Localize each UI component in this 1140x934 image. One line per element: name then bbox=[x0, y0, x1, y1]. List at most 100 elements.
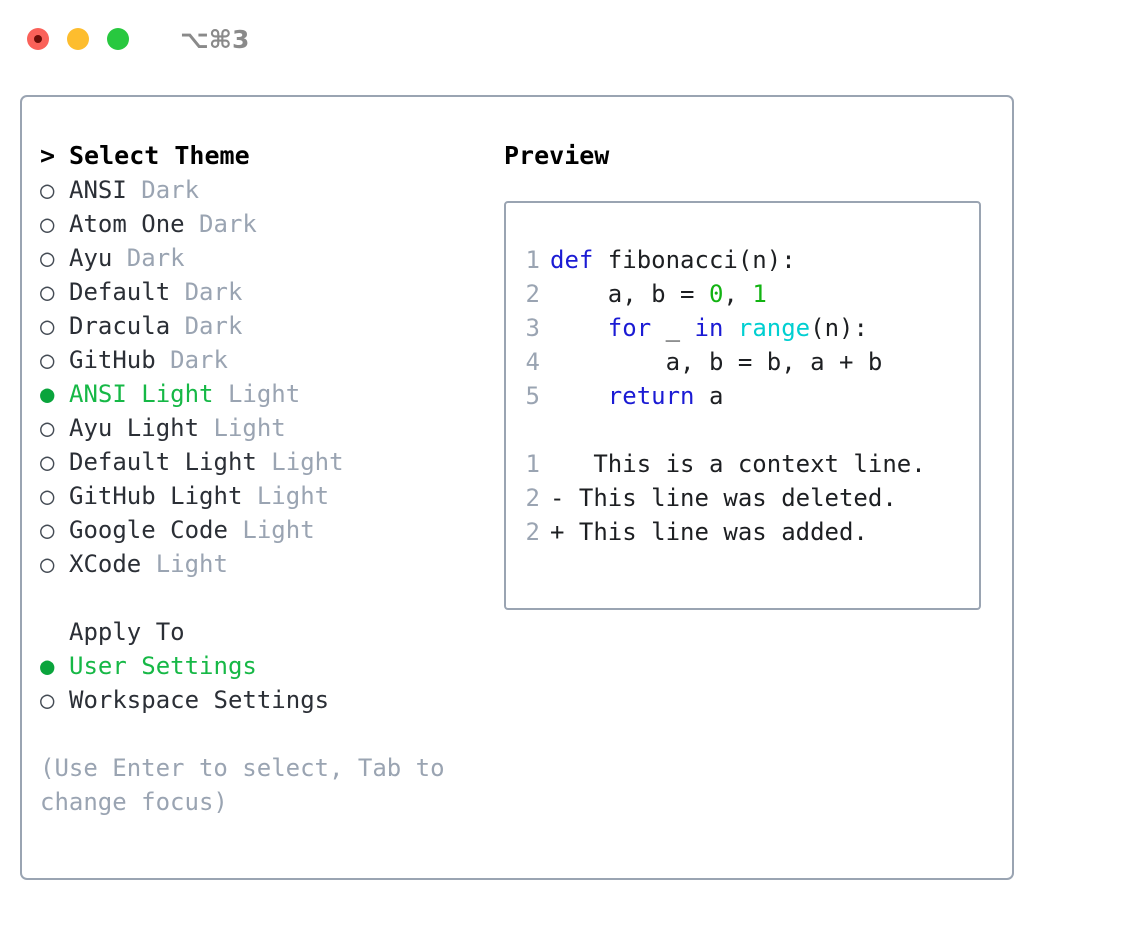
radio-selected-icon[interactable]: ● bbox=[40, 652, 55, 680]
theme-option-ansi-light[interactable]: ● ANSI Light Light bbox=[40, 377, 492, 411]
list-spacer bbox=[40, 581, 492, 615]
line-number: 1 bbox=[525, 450, 540, 478]
line-number: 2 bbox=[525, 280, 540, 308]
radio-unselected-icon[interactable]: ○ bbox=[40, 278, 55, 306]
select-theme-heading-label: Select Theme bbox=[69, 141, 250, 170]
theme-option-variant: Dark bbox=[199, 210, 257, 238]
theme-option-name: Default Light bbox=[69, 448, 272, 476]
radio-unselected-icon[interactable]: ○ bbox=[40, 244, 55, 272]
code-text: a, b = 0, 1 bbox=[550, 277, 767, 311]
theme-option-variant: Dark bbox=[170, 346, 228, 374]
diff-line-context: 1 This is a context line. bbox=[506, 447, 979, 481]
apply-to-label: Apply To bbox=[69, 618, 185, 646]
preview-heading: Preview bbox=[504, 141, 610, 170]
close-button[interactable] bbox=[27, 28, 49, 50]
theme-option-default-light[interactable]: ○ Default Light Light bbox=[40, 445, 492, 479]
radio-unselected-icon[interactable]: ○ bbox=[40, 176, 55, 204]
theme-option-variant: Light bbox=[242, 516, 315, 544]
theme-option-github-light[interactable]: ○ GitHub Light Light bbox=[40, 479, 492, 513]
code-token-plain bbox=[723, 314, 737, 342]
theme-option-xcode[interactable]: ○ XCode Light bbox=[40, 547, 492, 581]
line-number: 1 bbox=[525, 246, 540, 274]
theme-option-variant: Light bbox=[256, 482, 330, 510]
theme-options-list: ○ANSI Dark○Atom One Dark○Ayu Dark○Defaul… bbox=[40, 173, 492, 581]
theme-option-ayu[interactable]: ○Ayu Dark bbox=[40, 241, 492, 275]
theme-option-name: ANSI bbox=[69, 176, 142, 204]
radio-unselected-icon[interactable]: ○ bbox=[40, 550, 55, 578]
apply-to-option-name: Workspace Settings bbox=[69, 686, 330, 714]
radio-unselected-icon[interactable]: ○ bbox=[40, 448, 55, 476]
radio-unselected-icon[interactable]: ○ bbox=[40, 482, 55, 510]
theme-option-name: Atom One bbox=[69, 210, 200, 238]
diff-line-added: 2+ This line was added. bbox=[506, 515, 979, 549]
theme-option-name: GitHub Light bbox=[69, 482, 257, 510]
theme-option-name: Dracula bbox=[69, 312, 185, 340]
theme-option-variant: Light bbox=[227, 380, 301, 408]
code-line: 5 return a bbox=[506, 379, 979, 413]
code-text: return a bbox=[550, 379, 724, 413]
code-token-keyword: return bbox=[607, 382, 695, 410]
code-token-number: 1 bbox=[752, 280, 767, 308]
line-number: 4 bbox=[525, 348, 540, 376]
radio-unselected-icon[interactable]: ○ bbox=[40, 346, 55, 374]
diff-text: + This line was added. bbox=[550, 518, 868, 546]
diff-text: - This line was deleted. bbox=[550, 484, 897, 512]
code-token-plain: fibonacci(n): bbox=[607, 246, 796, 274]
theme-option-name: ANSI Light bbox=[69, 380, 228, 408]
theme-option-github[interactable]: ○GitHub Dark bbox=[40, 343, 492, 377]
theme-option-ayu-light[interactable]: ○ Ayu Light Light bbox=[40, 411, 492, 445]
radio-selected-icon[interactable]: ● bbox=[40, 380, 55, 408]
code-line: 3 for _ in range(n): bbox=[506, 311, 979, 345]
code-text: a, b = b, a + b bbox=[550, 345, 883, 379]
theme-option-name: Google Code bbox=[69, 516, 243, 544]
zoom-button[interactable] bbox=[107, 28, 129, 50]
radio-unselected-icon[interactable]: ○ bbox=[40, 210, 55, 238]
code-text: for _ in range(n): bbox=[550, 311, 868, 345]
code-token-keyword: def bbox=[550, 246, 608, 274]
select-theme-heading: > Select Theme bbox=[40, 139, 492, 173]
code-token-function: range bbox=[737, 314, 811, 342]
theme-option-google-code[interactable]: ○ Google Code Light bbox=[40, 513, 492, 547]
diff-line-deleted: 2- This line was deleted. bbox=[506, 481, 979, 515]
theme-list-column: > Select Theme ○ANSI Dark○Atom One Dark○… bbox=[22, 139, 492, 878]
radio-unselected-icon[interactable]: ○ bbox=[40, 414, 55, 442]
hint-spacer bbox=[40, 717, 492, 751]
code-token-keyword: for bbox=[607, 314, 652, 342]
theme-option-ansi[interactable]: ○ANSI Dark bbox=[40, 173, 492, 207]
theme-option-variant: Light bbox=[213, 414, 286, 442]
theme-option-name: XCode bbox=[69, 550, 156, 578]
code-token-plain: _ bbox=[651, 314, 695, 342]
diff-text: This is a context line. bbox=[550, 450, 926, 478]
code-diff-separator bbox=[506, 413, 979, 447]
theme-option-dracula[interactable]: ○ Dracula Dark bbox=[40, 309, 492, 343]
code-token-plain: a, b = bbox=[550, 280, 709, 308]
code-token-plain: a bbox=[694, 382, 724, 410]
theme-option-name: Ayu Light bbox=[69, 414, 214, 442]
theme-option-variant: Light bbox=[271, 448, 344, 476]
radio-unselected-icon[interactable]: ○ bbox=[40, 686, 55, 714]
apply-to-option-workspace-settings[interactable]: ○ Workspace Settings bbox=[40, 683, 492, 717]
theme-option-default[interactable]: ○Default Dark bbox=[40, 275, 492, 309]
code-token-number: 0 bbox=[708, 280, 724, 308]
keyboard-shortcut-label: ⌥⌘3 bbox=[180, 24, 250, 54]
radio-unselected-icon[interactable]: ○ bbox=[40, 516, 55, 544]
code-line: 1 def fibonacci(n): bbox=[506, 243, 979, 277]
code-token-plain bbox=[550, 314, 608, 342]
minimize-button[interactable] bbox=[67, 28, 89, 50]
theme-option-variant: Dark bbox=[184, 312, 243, 340]
theme-option-variant: Dark bbox=[126, 244, 185, 272]
code-text: def fibonacci(n): bbox=[550, 243, 796, 277]
theme-option-atom-one[interactable]: ○ Atom One Dark bbox=[40, 207, 492, 241]
code-token-plain: , bbox=[723, 280, 753, 308]
window-controls bbox=[27, 28, 129, 50]
radio-unselected-icon[interactable]: ○ bbox=[40, 312, 55, 340]
diff-sample: 1 This is a context line.2- This line wa… bbox=[506, 447, 979, 549]
theme-option-variant: Dark bbox=[184, 278, 243, 306]
theme-option-variant: Light bbox=[155, 550, 228, 578]
apply-to-option-name: User Settings bbox=[69, 652, 257, 680]
apply-to-option-user-settings[interactable]: ● User Settings bbox=[40, 649, 492, 683]
